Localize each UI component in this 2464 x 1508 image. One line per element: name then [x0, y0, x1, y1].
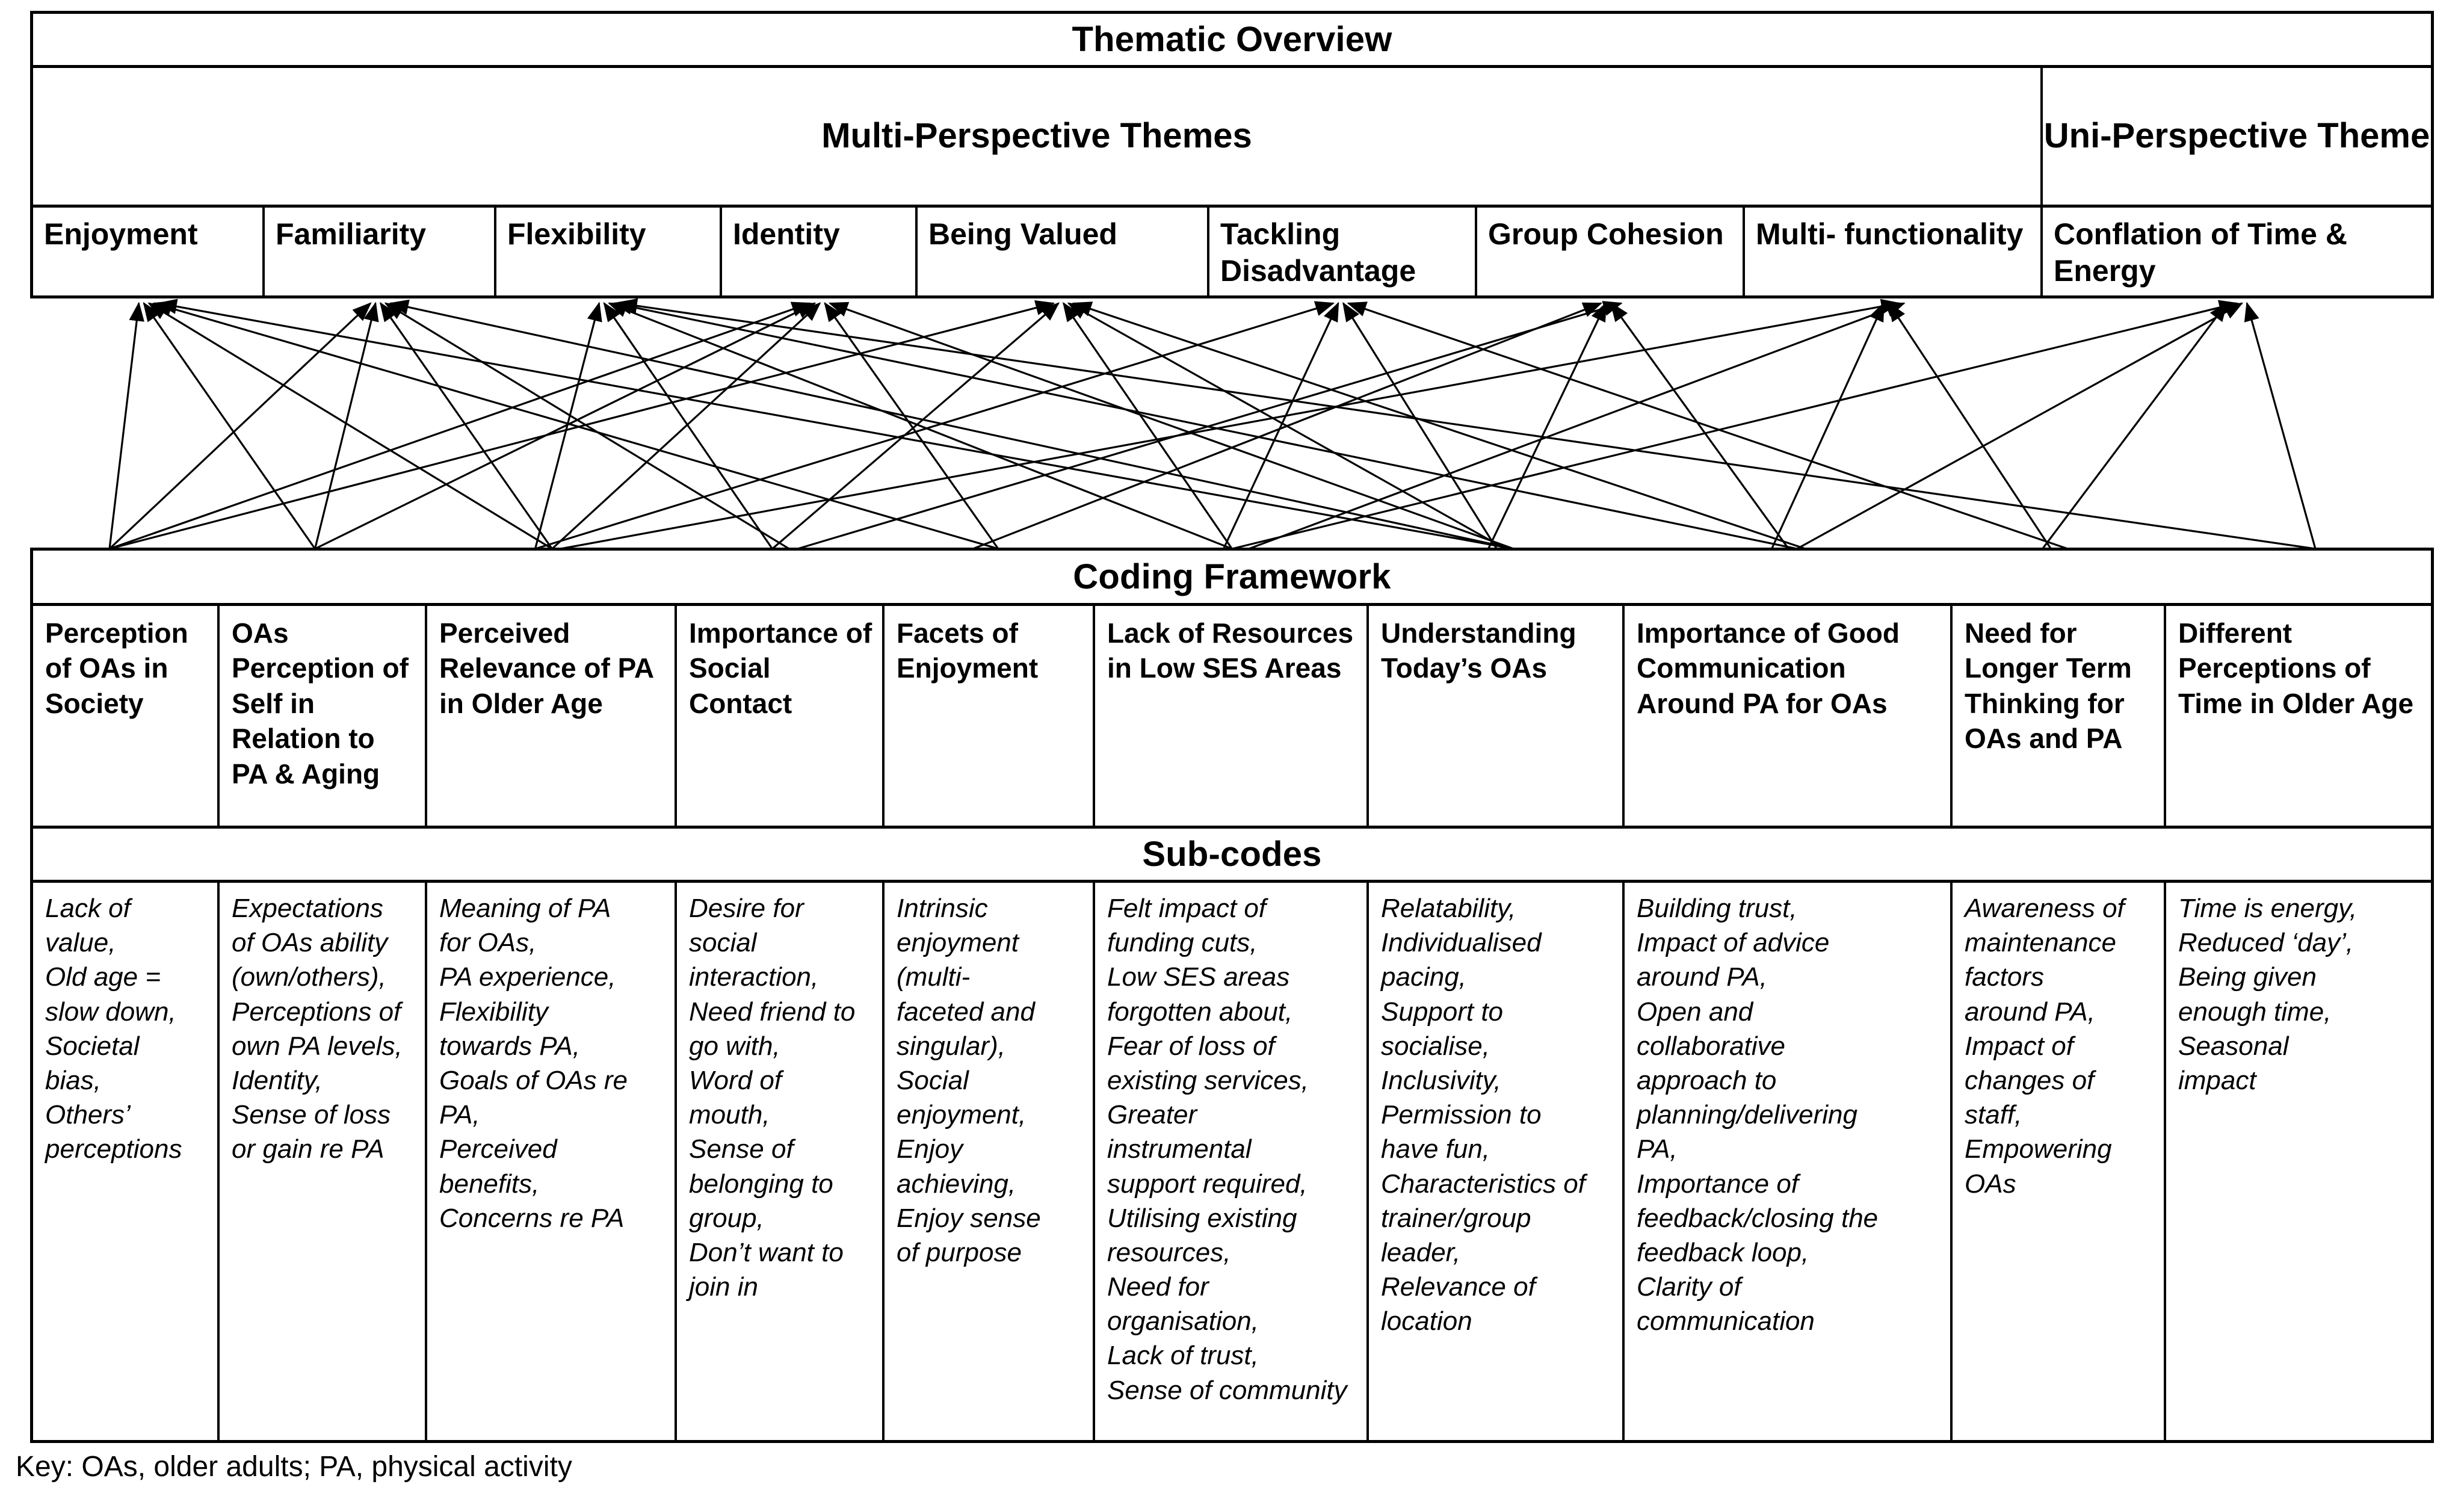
theme-being-valued[interactable]: Being Valued: [918, 208, 1209, 295]
framework-title-row: Coding Framework: [33, 551, 2431, 606]
subcodes-importance-of-good-communication: Building trust, Impact of advice around …: [1625, 883, 1953, 1440]
key-note: Key: OAs, older adults; PA, physical act…: [16, 1451, 572, 1483]
coding-framework-table: Coding Framework Perception of OAs in So…: [30, 548, 2434, 1443]
subcodes-lack-of-resources-low-ses: Felt impact of funding cuts, Low SES are…: [1095, 883, 1369, 1440]
theme-tackling-disadvantage[interactable]: Tackling Disadvantage: [1209, 208, 1477, 295]
subcodes-perception-of-oas-in-society: Lack of value, Old age = slow down, Soci…: [33, 883, 220, 1440]
theme-enjoyment[interactable]: Enjoyment: [33, 208, 265, 295]
code-lack-of-resources-low-ses[interactable]: Lack of Resources in Low SES Areas: [1095, 606, 1369, 826]
theme-identity[interactable]: Identity: [722, 208, 918, 295]
thematic-overview-table: Thematic Overview Multi-Perspective Them…: [30, 11, 2434, 298]
code-row: Perception of OAs in Society OAs Percept…: [33, 606, 2431, 829]
subcodes-importance-of-social-contact: Desire for social interaction, Need frie…: [677, 883, 885, 1440]
uni-perspective-theme-label: Uni-Perspective Theme: [2043, 116, 2430, 156]
code-need-for-longer-term-thinking[interactable]: Need for Longer Term Thinking for OAs an…: [1953, 606, 2166, 826]
code-facets-of-enjoyment[interactable]: Facets of Enjoyment: [885, 606, 1095, 826]
code-importance-of-social-contact[interactable]: Importance of Social Contact: [677, 606, 885, 826]
subcodes-oas-perception-of-self: Expectations of OAs ability (own/others)…: [220, 883, 427, 1440]
subcodes-need-for-longer-term-thinking: Awareness of maintenance factors around …: [1953, 883, 2166, 1440]
subcodes-title-row: Sub-codes: [33, 829, 2431, 883]
theme-row: Enjoyment Familiarity Flexibility Identi…: [33, 208, 2431, 295]
subcodes-facets-of-enjoyment: Intrinsic enjoyment (multi- faceted and …: [885, 883, 1095, 1440]
code-perception-of-oas-in-society[interactable]: Perception of OAs in Society: [33, 606, 220, 826]
theme-familiarity[interactable]: Familiarity: [265, 208, 496, 295]
subcodes-different-perceptions-of-time: Time is energy, Reduced ‘day’, Being giv…: [2178, 894, 2357, 1095]
theme-multi-functionality[interactable]: Multi- functionality: [1745, 208, 2043, 295]
subcodes-understanding-todays-oas: Relatability, Individualised pacing, Sup…: [1369, 883, 1625, 1440]
coding-framework-title: Coding Framework: [1073, 557, 1391, 596]
code-understanding-todays-oas[interactable]: Understanding Today’s OAs: [1369, 606, 1625, 826]
perspective-band-row: Multi-Perspective Themes Uni-Perspective…: [33, 68, 2431, 208]
subcodes-row: Lack of value, Old age = slow down, Soci…: [33, 883, 2431, 1440]
code-importance-of-good-communication[interactable]: Importance of Good Communication Around …: [1625, 606, 1953, 826]
code-different-perceptions-of-time[interactable]: Different Perceptions of Time in Older A…: [2178, 617, 2414, 719]
theme-conflation-of-time-and-energy[interactable]: Conflation of Time & Energy: [2054, 217, 2347, 288]
subcodes-title: Sub-codes: [1142, 835, 1322, 874]
overview-title-row: Thematic Overview: [33, 14, 2431, 68]
multi-perspective-themes-label: Multi-Perspective Themes: [33, 68, 2043, 205]
code-perceived-relevance-of-pa[interactable]: Perceived Relevance of PA in Older Age: [427, 606, 677, 826]
code-oas-perception-of-self[interactable]: OAs Perception of Self in Relation to PA…: [220, 606, 427, 826]
theme-group-cohesion[interactable]: Group Cohesion: [1477, 208, 1745, 295]
theme-flexibility[interactable]: Flexibility: [496, 208, 722, 295]
subcodes-perceived-relevance-of-pa: Meaning of PA for OAs, PA experience, Fl…: [427, 883, 677, 1440]
overview-title: Thematic Overview: [1072, 20, 1392, 59]
